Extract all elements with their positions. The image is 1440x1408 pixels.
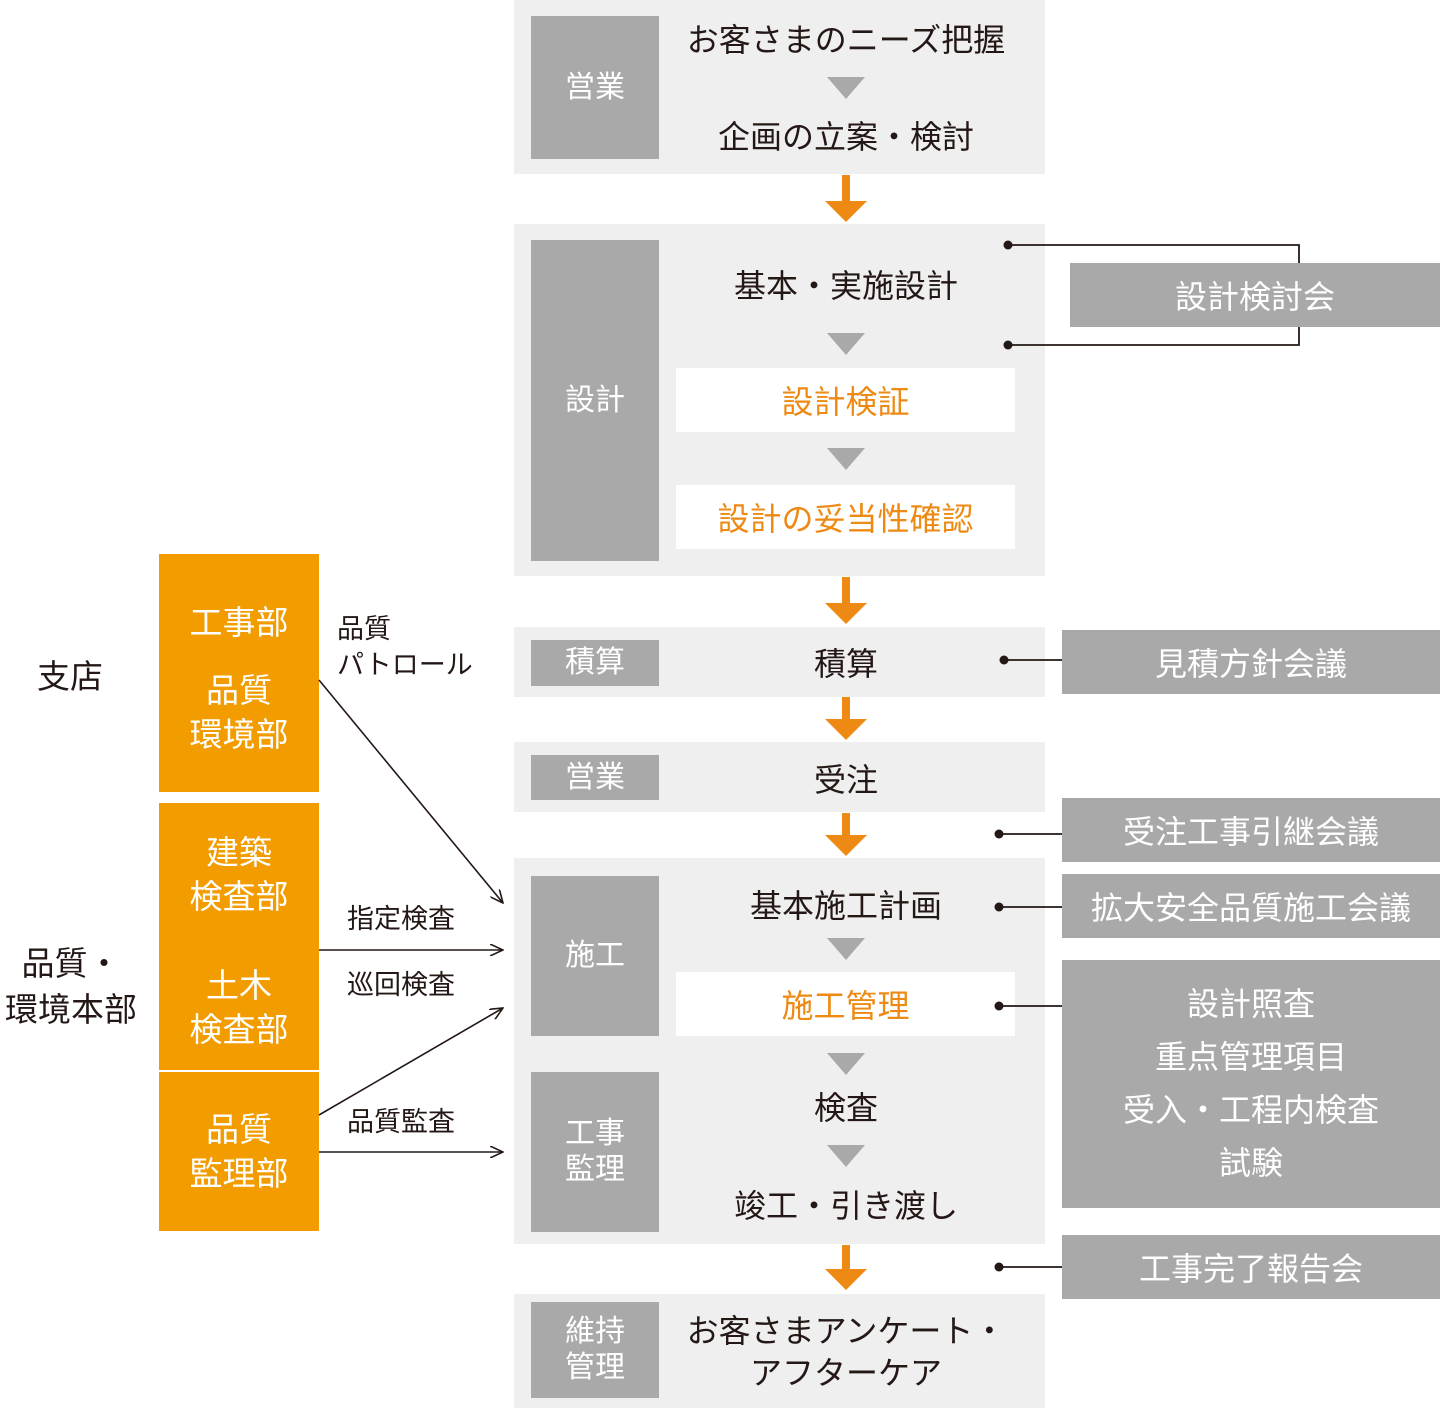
label-hq-line2: 環境本部 [5,990,137,1029]
meeting-design-review: 設計検討会 [1070,263,1440,327]
label-patrol-line2: パトロール [337,650,473,681]
step-aftercare-line1: お客さまアンケート・ [686,1312,1006,1350]
step-planning: 企画の立案・検討 [717,118,974,156]
label-patrol-line1: 品質 [337,614,391,645]
connector-dot-icon [999,655,1009,665]
step-order: 受注 [813,761,878,799]
connector-dot-icon [994,829,1004,839]
step-estimate: 積算 [813,645,878,683]
stage-sales: 営業 [531,16,659,159]
org-arch-line1: 建築 [206,833,272,872]
org-arch-line2: 検査部 [189,877,289,916]
flow-arrow-icon [825,697,867,740]
org-construction-dept: 工事部 [189,603,289,642]
down-triangle-icon [827,938,865,960]
control-item: 設計照査 [1186,985,1315,1023]
connector-dot-icon [994,902,1004,912]
label-branch: 支店 [37,657,103,696]
step-design-validation: 設計の妥当性確認 [676,485,1015,549]
connector-dot-icon [1003,240,1013,250]
control-item: 重点管理項目 [1154,1038,1347,1076]
construction-management-label: 施工管理 [781,987,910,1025]
label-designated-inspection: 指定検査 [347,904,455,935]
meeting-safety-quality: 拡大安全品質施工会議 [1062,874,1440,938]
stage-construction: 施工 [531,876,659,1036]
org-branch-box: 工事部 品質 環境部 [159,554,319,792]
connector-dot-icon [1003,340,1013,350]
step-design-verification: 設計検証 [676,368,1015,432]
step-aftercare-line2: アフターケア [749,1354,942,1392]
label-quality-audit: 品質監査 [347,1107,455,1138]
step-construction-management: 施工管理 [676,972,1015,1036]
flow-arrow-icon [825,577,867,624]
flow-arrow-icon [825,1245,867,1290]
arrow-patrol [318,679,503,903]
control-item: 試験 [1218,1144,1283,1182]
down-triangle-icon [827,1145,865,1167]
down-triangle-icon [827,333,865,355]
org-qc-line1: 品質 [206,1110,272,1149]
stage-construction-label: 施工 [565,938,625,973]
down-triangle-icon [827,77,865,99]
stage-design-label: 設計 [565,382,625,418]
down-triangle-icon [827,448,865,470]
stage-order: 営業 [531,755,659,800]
meeting-estimate-policy: 見積方針会議 [1062,630,1440,694]
meeting-control-items: 設計照査 重点管理項目 受入・工程内検査 試験 [1062,960,1440,1208]
control-item: 受入・工程内検査 [1122,1091,1379,1129]
stage-sales-label: 営業 [565,69,625,105]
stage-maintenance-line2: 管理 [565,1350,625,1385]
step-basic-design: 基本・実施設計 [733,267,958,305]
stage-order-label: 営業 [565,759,625,795]
meeting-estimate-policy-label: 見積方針会議 [1154,645,1347,683]
stage-estimate: 積算 [531,640,659,686]
stage-estimate-label: 積算 [565,645,625,680]
stage-maintenance: 維持 管理 [531,1302,659,1398]
stage-maintenance-line1: 維持 [565,1314,625,1349]
meeting-safety-quality-label: 拡大安全品質施工会議 [1090,889,1411,927]
step-inspection: 検査 [813,1089,878,1127]
stage-design: 設計 [531,240,659,561]
design-verification-label: 設計検証 [781,383,910,421]
flow-arrow-icon [825,175,867,222]
connector-dot-icon [994,1262,1004,1272]
down-triangle-icon [827,1053,865,1075]
label-patrol-inspection: 巡回検査 [347,970,455,1001]
org-qc-box: 品質 監理部 [159,1072,319,1231]
org-quality-env-line2: 環境部 [189,715,289,754]
flow-arrow-icon [825,813,867,856]
meeting-handover-label: 受注工事引継会議 [1122,813,1379,851]
connector-dot-icon [994,1001,1004,1011]
org-civil-line2: 検査部 [189,1010,289,1049]
org-inspection-box: 建築 検査部 土木 検査部 [159,803,319,1070]
step-construction-plan: 基本施工計画 [749,887,942,925]
stage-supervision-line1: 工事 [565,1116,625,1151]
meeting-handover: 受注工事引継会議 [1062,798,1440,862]
step-handover: 竣工・引き渡し [733,1187,958,1225]
org-civil-line1: 土木 [206,966,272,1005]
label-hq-line1: 品質・ [21,944,121,983]
meeting-completion-report: 工事完了報告会 [1062,1235,1440,1299]
meeting-design-review-label: 設計検討会 [1174,278,1335,316]
org-quality-env-line1: 品質 [206,671,272,710]
stage-supervision: 工事 監理 [531,1072,659,1232]
design-validation-label: 設計の妥当性確認 [717,500,974,538]
stage-supervision-line2: 監理 [565,1152,625,1187]
meeting-completion-report-label: 工事完了報告会 [1138,1250,1363,1288]
org-qc-line2: 監理部 [189,1154,289,1193]
step-needs: お客さまのニーズ把握 [686,21,1006,59]
arrow-patrol-inspection [318,1008,503,1116]
